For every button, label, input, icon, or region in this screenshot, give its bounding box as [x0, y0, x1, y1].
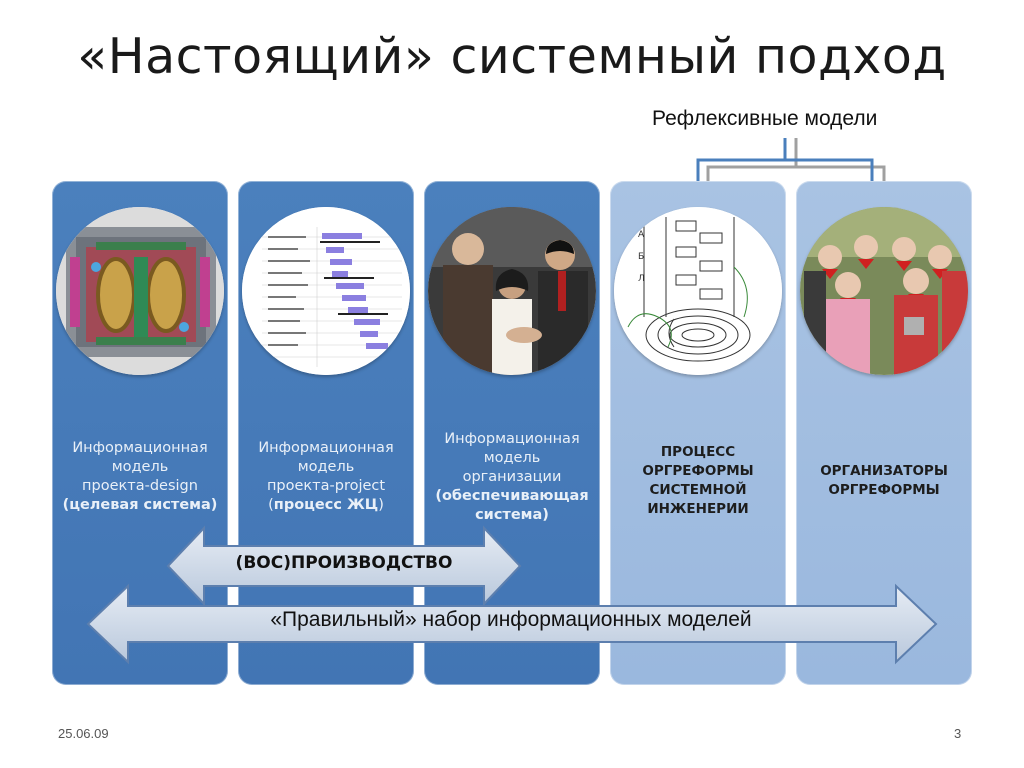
slide-page-number: 3 [954, 726, 962, 741]
column-1-label: Информационная модель проекта-design (це… [56, 439, 224, 515]
col3-line3: организации [462, 469, 562, 485]
col1-line2: модель [111, 459, 169, 475]
col1-bold: (целевая система) [62, 497, 218, 513]
svg-text:Л: Л [638, 274, 645, 284]
column-5-label: ОРГАНИЗАТОРЫ ОРГРЕФОРМЫ [800, 462, 968, 500]
col2-paren-open: ( [268, 497, 274, 513]
col3-bold1: (обеспечивающая [435, 488, 589, 504]
process-diagram-image: А Б Л [614, 207, 782, 375]
reflexive-bracket [696, 138, 886, 184]
col2-line2: модель [297, 459, 355, 475]
col2-bold: процесс ЖЦ [273, 497, 379, 513]
slide-title: «Настоящий» системный подход [77, 28, 947, 85]
col2-line3: проекта-project [266, 478, 386, 494]
column-reform-process: А Б Л ПРОЦЕСС ОРГРЕФОРМЫ СИСТЕМНОЙ ИНЖЕН… [610, 181, 786, 685]
col4-line1: ПРОЦЕСС [660, 444, 736, 460]
reflexive-models-label: Рефлексивные модели [652, 107, 878, 130]
col1-line1: Информационная [72, 440, 208, 456]
col4-line2: ОРГРЕФОРМЫ [642, 463, 754, 479]
col3-line2: модель [483, 450, 541, 466]
column-organization-model: Информационная модель организации (обесп… [424, 181, 600, 685]
gantt-chart-image [242, 207, 410, 375]
production-arrow [166, 525, 522, 607]
col2-line1: Информационная [258, 440, 394, 456]
svg-text:А: А [638, 230, 645, 240]
col4-line3: СИСТЕМНОЙ [649, 482, 747, 498]
slide-date: 25.06.09 [58, 726, 109, 741]
production-label: (ВОС)ПРОИЗВОДСТВО [235, 553, 453, 573]
models-arrow [86, 583, 938, 665]
svg-text:Б: Б [638, 252, 644, 262]
reactor-cutaway-image [56, 207, 224, 375]
col5-line2: ОРГРЕФОРМЫ [828, 482, 940, 498]
col2-mixed-line: (процесс ЖЦ) [242, 496, 410, 515]
column-2-label: Информационная модель проекта-project (п… [242, 439, 410, 515]
handshake-people-image [428, 207, 596, 375]
pioneers-group-image [800, 207, 968, 375]
models-set-label: «Правильный» набор информационных моделе… [270, 608, 752, 631]
col2-paren-close: ) [378, 497, 384, 513]
column-reform-organizers: ОРГАНИЗАТОРЫ ОРГРЕФОРМЫ [796, 181, 972, 685]
col3-line1: Информационная [444, 431, 580, 447]
col5-line1: ОРГАНИЗАТОРЫ [820, 463, 948, 479]
column-project-model: Информационная модель проекта-project (п… [238, 181, 414, 685]
col4-line4: ИНЖЕНЕРИИ [647, 501, 749, 517]
col3-bold2: система) [475, 507, 549, 523]
column-3-label: Информационная модель организации (обесп… [428, 430, 596, 525]
column-design-model: Информационная модель проекта-design (це… [52, 181, 228, 685]
column-4-label: ПРОЦЕСС ОРГРЕФОРМЫ СИСТЕМНОЙ ИНЖЕНЕРИИ [614, 443, 782, 519]
col1-line3: проекта-design [82, 478, 198, 494]
